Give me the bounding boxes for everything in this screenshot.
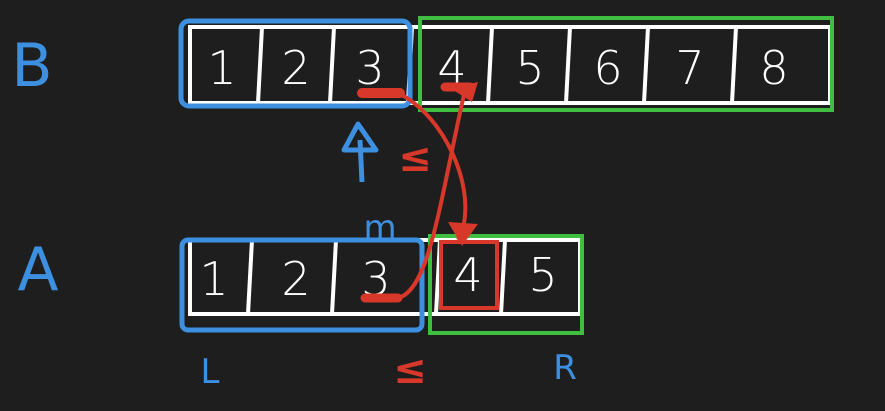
array-b-cell: 1	[207, 41, 236, 95]
array-b-cell: 6	[593, 41, 622, 95]
highlight-a-cell-4	[439, 240, 499, 310]
array-b-cell: 7	[675, 41, 704, 95]
arrowhead-down-icon	[448, 222, 478, 246]
label-array-a: A	[17, 235, 58, 305]
leq-sign-bottom: ≤	[393, 347, 427, 393]
array-b-left-partition	[178, 18, 413, 109]
array-a-cell: 2	[281, 252, 310, 306]
array-a-cell: 1	[199, 252, 228, 306]
array-b: 1 2 3 4 5 6 7 8	[178, 16, 834, 112]
cell-divider	[330, 239, 338, 315]
array-a-cell: 5	[528, 248, 557, 302]
cell-divider	[328, 26, 336, 104]
array-a-cell: 4	[453, 248, 482, 302]
label-array-b: B	[11, 31, 52, 101]
cell-divider	[564, 26, 572, 104]
label-mid: m	[363, 208, 396, 248]
arrowhead-up-icon	[450, 82, 478, 102]
leq-sign-top: ≤	[398, 135, 432, 181]
array-b-cell: 5	[515, 41, 544, 95]
cell-divider	[730, 26, 738, 104]
cell-divider	[246, 239, 254, 315]
array-b-cell: 3	[355, 41, 384, 95]
label-left: L	[201, 352, 220, 392]
arrow-a3-to-b4	[397, 89, 467, 300]
cell-divider	[486, 26, 494, 104]
array-a: 1 2 3 4 5	[179, 234, 584, 335]
array-b-cell: 8	[759, 41, 788, 95]
array-b-right-partition	[418, 16, 834, 112]
array-b-cell: 2	[281, 41, 310, 95]
label-right: R	[553, 348, 577, 388]
cell-divider	[499, 239, 507, 315]
cell-divider	[256, 26, 264, 104]
array-a-left-partition	[179, 237, 425, 333]
array-a-right-partition	[428, 234, 584, 335]
cell-divider	[642, 26, 650, 104]
up-arrow-icon	[341, 121, 379, 183]
